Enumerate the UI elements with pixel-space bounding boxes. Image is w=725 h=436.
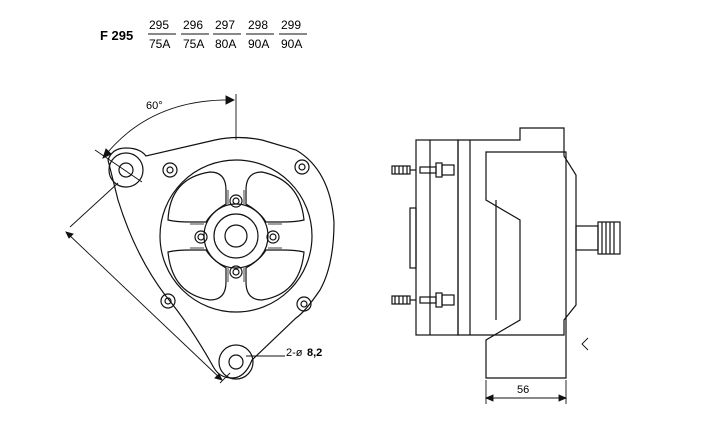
- variant-299: 299 90A: [279, 18, 307, 51]
- variant-code: 297: [215, 18, 235, 32]
- hole-spec-value: 8,2: [307, 347, 322, 359]
- variant-298: 298 90A: [246, 18, 274, 51]
- front-dimensions: [65, 94, 285, 384]
- shaft-side: [575, 221, 621, 255]
- model-label: F 295: [100, 28, 133, 43]
- housing-outline: [107, 136, 335, 379]
- end-frame: [159, 159, 313, 313]
- variant-code: 296: [183, 18, 203, 32]
- angle-label: 60°: [146, 100, 163, 112]
- front-view: [107, 136, 335, 380]
- stator-housing: [457, 127, 577, 336]
- angle-arc: [102, 99, 235, 159]
- hub-screws: [194, 194, 280, 279]
- shaft: [224, 224, 248, 248]
- variant-code: 295: [149, 18, 169, 32]
- header: F 295 295 75A 296 75A 297 80A 298 90A 29…: [100, 18, 307, 51]
- variant-amps: 75A: [149, 37, 170, 51]
- terminal-top: [391, 162, 455, 178]
- variant-amps: 75A: [183, 37, 204, 51]
- variant-code: 299: [281, 18, 301, 32]
- variant-296: 296 75A: [181, 18, 209, 51]
- bolt-heads: [160, 159, 312, 312]
- variant-amps: 90A: [248, 37, 269, 51]
- variant-295: 295 75A: [148, 18, 176, 51]
- cooling-vanes: [167, 171, 305, 301]
- variant-297: 297 80A: [213, 18, 241, 51]
- terminal-bottom: [391, 292, 455, 308]
- hole-spec-prefix: 2-ø: [286, 347, 303, 359]
- mount-hole-bottom: [218, 344, 254, 380]
- rear-housing: [415, 139, 459, 336]
- front-bracket: [485, 151, 567, 379]
- width-label: 56: [517, 384, 529, 396]
- variant-amps: 90A: [281, 37, 302, 51]
- variant-code: 298: [248, 18, 268, 32]
- side-view: [391, 127, 621, 379]
- mount-hole-top-left: [108, 152, 144, 188]
- hub-inner: [213, 213, 259, 259]
- side-dimensions: [484, 330, 589, 404]
- variant-amps: 80A: [215, 37, 236, 51]
